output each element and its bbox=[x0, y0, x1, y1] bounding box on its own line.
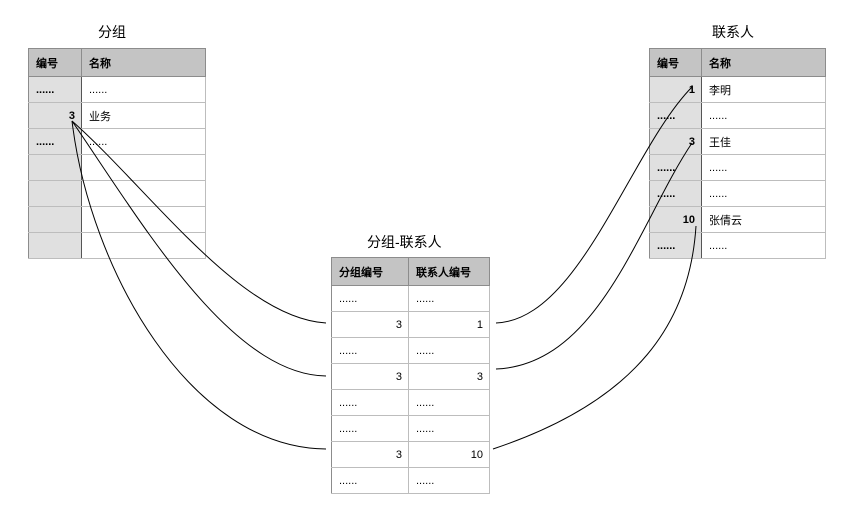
contact-name-cell: ...... bbox=[701, 102, 826, 129]
link-contact-id-cell: ...... bbox=[408, 415, 490, 442]
link-contact-id-cell: ...... bbox=[408, 337, 490, 364]
table-row: ...... ...... bbox=[331, 389, 490, 416]
table-row bbox=[28, 180, 206, 207]
table-row: ...... ...... bbox=[331, 337, 490, 364]
group-id-cell bbox=[28, 154, 82, 181]
link-contact-id-cell: 3 bbox=[408, 363, 490, 390]
contact-name-cell: ...... bbox=[701, 154, 826, 181]
contact-name-cell: 李明 bbox=[701, 76, 826, 103]
link-contact-id-cell: ...... bbox=[408, 285, 490, 312]
table-row: ...... ...... bbox=[649, 154, 826, 181]
table-row: ...... ...... bbox=[331, 467, 490, 494]
link-contact-id-cell: 10 bbox=[408, 441, 490, 468]
group-name-cell bbox=[81, 232, 206, 259]
contact-name-header: 名称 bbox=[701, 48, 826, 77]
group-name-cell bbox=[81, 154, 206, 181]
contact-table: 编号 名称 1 李明 ...... ...... 3 王佳 ...... ...… bbox=[649, 48, 826, 259]
contact-id-cell: 1 bbox=[649, 76, 702, 103]
contact-name-cell: 王佳 bbox=[701, 128, 826, 155]
table-row: ...... ...... bbox=[331, 415, 490, 442]
link-table-header-row: 分组编号 联系人编号 bbox=[331, 257, 490, 286]
connector-row3-to-contact3 bbox=[495, 142, 693, 370]
group-table-title: 分组 bbox=[98, 24, 126, 40]
link-group-id-cell: ...... bbox=[331, 415, 409, 442]
connector-group3-to-row1 bbox=[71, 120, 327, 324]
contact-name-cell: ...... bbox=[701, 180, 826, 207]
group-name-cell bbox=[81, 206, 206, 233]
link-group-id-header: 分组编号 bbox=[331, 257, 409, 286]
table-row: ...... ...... bbox=[28, 76, 206, 103]
link-group-id-cell: ...... bbox=[331, 389, 409, 416]
table-row: 10 张倩云 bbox=[649, 206, 826, 233]
table-row: 3 1 bbox=[331, 311, 490, 338]
table-row: ...... ...... bbox=[649, 102, 826, 129]
contact-table-header-row: 编号 名称 bbox=[649, 48, 826, 77]
group-name-cell: ...... bbox=[81, 76, 206, 103]
connector-group3-to-row3 bbox=[71, 120, 327, 377]
group-id-cell bbox=[28, 206, 82, 233]
table-row: 3 王佳 bbox=[649, 128, 826, 155]
group-id-cell bbox=[28, 232, 82, 259]
contact-id-header: 编号 bbox=[649, 48, 702, 77]
link-group-id-cell: ...... bbox=[331, 337, 409, 364]
link-table: 分组编号 联系人编号 ...... ...... 3 1 ...... ....… bbox=[331, 257, 490, 494]
link-group-id-cell: 3 bbox=[331, 441, 409, 468]
link-group-id-cell: ...... bbox=[331, 467, 409, 494]
contact-id-cell: 10 bbox=[649, 206, 702, 233]
table-row: 1 李明 bbox=[649, 76, 826, 103]
link-group-id-cell: 3 bbox=[331, 363, 409, 390]
connector-row6-to-contact10 bbox=[492, 225, 697, 450]
group-id-header: 编号 bbox=[28, 48, 82, 77]
group-name-cell bbox=[81, 180, 206, 207]
link-group-id-cell: ...... bbox=[331, 285, 409, 312]
table-row bbox=[28, 206, 206, 233]
table-row: 3 3 bbox=[331, 363, 490, 390]
table-row bbox=[28, 232, 206, 259]
contact-table-title: 联系人 bbox=[712, 24, 754, 40]
group-id-cell bbox=[28, 180, 82, 207]
group-name-header: 名称 bbox=[81, 48, 206, 77]
group-id-cell: ...... bbox=[28, 76, 82, 103]
table-row: 3 10 bbox=[331, 441, 490, 468]
contact-id-cell: ...... bbox=[649, 154, 702, 181]
link-contact-id-cell: 1 bbox=[408, 311, 490, 338]
group-table-header-row: 编号 名称 bbox=[28, 48, 206, 77]
table-row bbox=[28, 154, 206, 181]
link-group-id-cell: 3 bbox=[331, 311, 409, 338]
contact-name-cell: 张倩云 bbox=[701, 206, 826, 233]
link-contact-id-cell: ...... bbox=[408, 389, 490, 416]
link-contact-id-cell: ...... bbox=[408, 467, 490, 494]
connector-group3-to-row6 bbox=[71, 120, 327, 450]
connector-row1-to-contact1 bbox=[495, 86, 693, 324]
contact-name-cell: ...... bbox=[701, 232, 826, 259]
contact-id-cell: 3 bbox=[649, 128, 702, 155]
link-contact-id-header: 联系人编号 bbox=[408, 257, 490, 286]
group-name-cell: 业务 bbox=[81, 102, 206, 129]
link-table-title: 分组-联系人 bbox=[367, 234, 442, 250]
table-row: ...... ...... bbox=[649, 232, 826, 259]
table-row: ...... ...... bbox=[331, 285, 490, 312]
group-id-cell: ...... bbox=[28, 128, 82, 155]
